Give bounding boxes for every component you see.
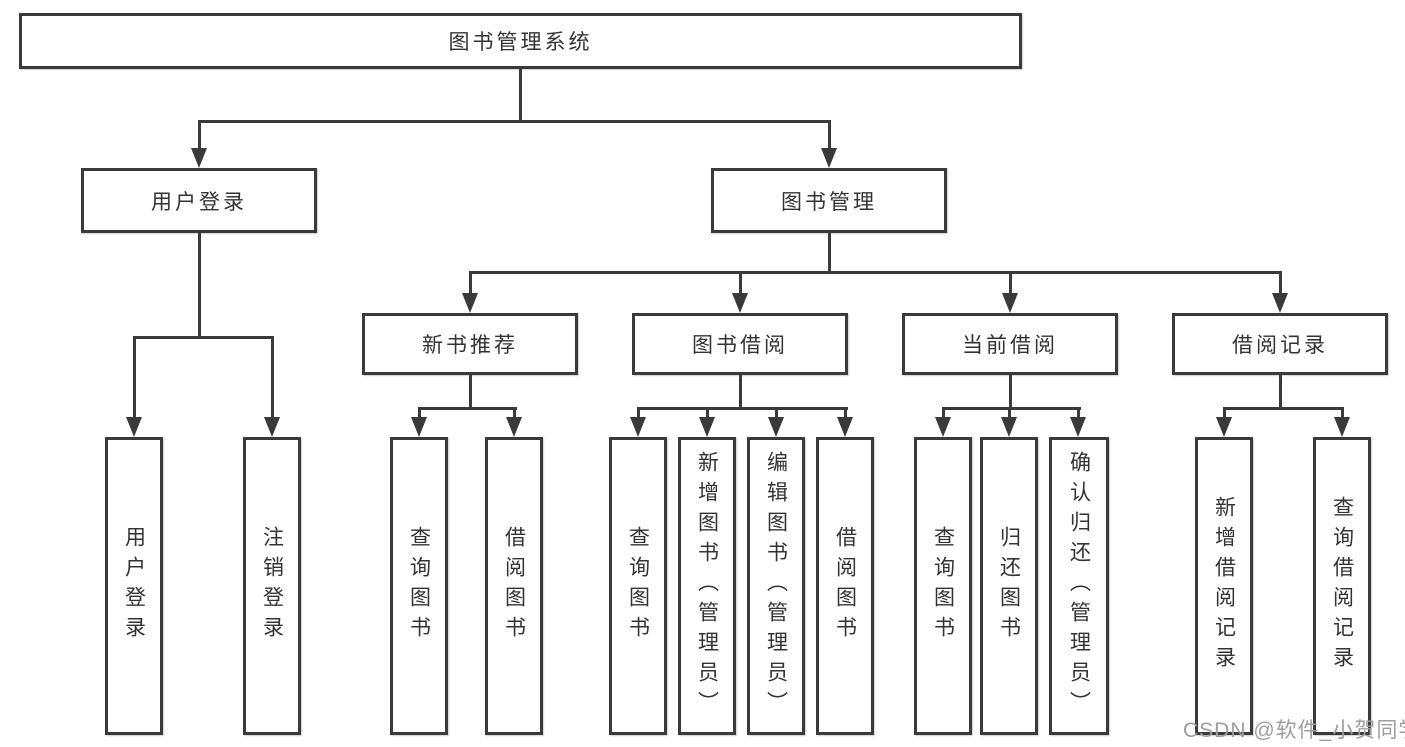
leaf-query-books-borrowing-label: 查询图书 [626, 526, 650, 646]
node-user-login-label: 用户登录 [151, 190, 247, 214]
leaf-query-borrow-record-label: 查询借阅记录 [1330, 496, 1354, 676]
connector-line-v [519, 69, 522, 120]
leaf-query-borrow-record: 查询借阅记录 [1313, 437, 1371, 735]
connector-line-v [133, 336, 136, 421]
connector-line-h [418, 407, 517, 410]
leaf-confirm-return-admin-label: 确认归还（管理员） [1067, 451, 1091, 721]
connector-line-v [844, 407, 847, 421]
connector-line-v [942, 407, 945, 421]
leaf-user-login-label: 用户登录 [122, 526, 146, 646]
leaf-query-books-current: 查询图书 [914, 437, 972, 735]
arrow-down-icon [462, 293, 478, 313]
arrow-down-icon [1334, 417, 1350, 437]
connector-line-h [198, 120, 831, 123]
arrow-down-icon [264, 417, 280, 437]
connector-line-v [513, 407, 516, 421]
connector-line-v [1279, 271, 1282, 297]
leaf-logout: 注销登录 [243, 437, 301, 735]
leaf-query-books-current-label: 查询图书 [931, 526, 955, 646]
leaf-return-books: 归还图书 [980, 437, 1038, 735]
connector-line-v [1341, 407, 1344, 421]
arrow-down-icon [411, 417, 427, 437]
arrow-down-icon [732, 293, 748, 313]
connector-line-h [637, 407, 848, 410]
connector-line-v [1008, 407, 1011, 421]
connector-line-v [271, 336, 274, 421]
node-current-borrowing-label: 当前借阅 [962, 334, 1058, 357]
arrow-down-icon [699, 417, 715, 437]
connector-line-v [739, 271, 742, 297]
arrow-down-icon [1216, 417, 1232, 437]
connector-line-v [739, 375, 742, 410]
leaf-add-books-admin: 新增图书（管理员） [678, 437, 736, 735]
leaf-add-borrow-record: 新增借阅记录 [1195, 437, 1253, 735]
connector-line-v [1279, 375, 1282, 410]
arrow-down-icon [506, 417, 522, 437]
connector-line-v [1009, 271, 1012, 297]
node-user-login: 用户登录 [81, 168, 317, 233]
leaf-user-login: 用户登录 [105, 437, 163, 735]
connector-line-v [706, 407, 709, 421]
arrow-down-icon [1001, 417, 1017, 437]
connector-line-v [198, 120, 201, 150]
connector-line-v [637, 407, 640, 421]
arrow-down-icon [935, 417, 951, 437]
leaf-borrow-books: 借阅图书 [816, 437, 874, 735]
node-book-management-label: 图书管理 [781, 190, 877, 214]
connector-line-v [775, 407, 778, 421]
arrow-down-icon [1002, 293, 1018, 313]
connector-line-v [1009, 375, 1012, 410]
node-new-book-recommendation-label: 新书推荐 [422, 334, 518, 357]
node-root-system-label: 图书管理系统 [448, 31, 593, 54]
connector-line-h [1223, 407, 1344, 410]
watermark: CSDN @软件_小贺同学 [1183, 719, 1405, 742]
leaf-edit-books-admin-label: 编辑图书（管理员） [764, 451, 788, 721]
connector-line-v [469, 375, 472, 410]
leaf-query-books-recommend: 查询图书 [390, 437, 448, 735]
leaf-return-books-label: 归还图书 [997, 526, 1021, 646]
node-book-borrowing: 图书借阅 [632, 313, 848, 375]
connector-line-h [942, 407, 1081, 410]
connector-line-v [1223, 407, 1226, 421]
connector-line-v [469, 271, 472, 297]
leaf-borrow-books-recommend-label: 借阅图书 [502, 526, 526, 646]
node-current-borrowing: 当前借阅 [902, 313, 1118, 375]
arrow-down-icon [126, 417, 142, 437]
leaf-query-books-borrowing: 查询图书 [609, 437, 667, 735]
connector-line-v [198, 233, 201, 336]
node-root-system: 图书管理系统 [19, 13, 1022, 69]
connector-line-v [828, 233, 831, 273]
leaf-confirm-return-admin: 确认归还（管理员） [1049, 437, 1109, 735]
node-book-management: 图书管理 [711, 168, 947, 233]
node-borrowing-records-label: 借阅记录 [1232, 334, 1328, 357]
arrow-down-icon [191, 148, 207, 168]
leaf-add-borrow-record-label: 新增借阅记录 [1212, 496, 1236, 676]
leaf-add-books-admin-label: 新增图书（管理员） [695, 451, 719, 721]
connector-line-v [418, 407, 421, 421]
connector-line-h [133, 336, 274, 339]
arrow-down-icon [821, 148, 837, 168]
leaf-edit-books-admin: 编辑图书（管理员） [747, 437, 805, 735]
leaf-borrow-books-label: 借阅图书 [833, 526, 857, 646]
connector-line-v [1077, 407, 1080, 421]
arrow-down-icon [1070, 417, 1086, 437]
arrow-down-icon [837, 417, 853, 437]
node-borrowing-records: 借阅记录 [1172, 313, 1388, 375]
arrow-down-icon [768, 417, 784, 437]
leaf-logout-label: 注销登录 [260, 526, 284, 646]
leaf-query-books-recommend-label: 查询图书 [407, 526, 431, 646]
arrow-down-icon [1272, 293, 1288, 313]
node-book-borrowing-label: 图书借阅 [692, 334, 788, 357]
arrow-down-icon [630, 417, 646, 437]
connector-line-h [469, 271, 1282, 274]
leaf-borrow-books-recommend: 借阅图书 [485, 437, 543, 735]
node-new-book-recommendation: 新书推荐 [362, 313, 578, 375]
connector-line-v [828, 120, 831, 150]
